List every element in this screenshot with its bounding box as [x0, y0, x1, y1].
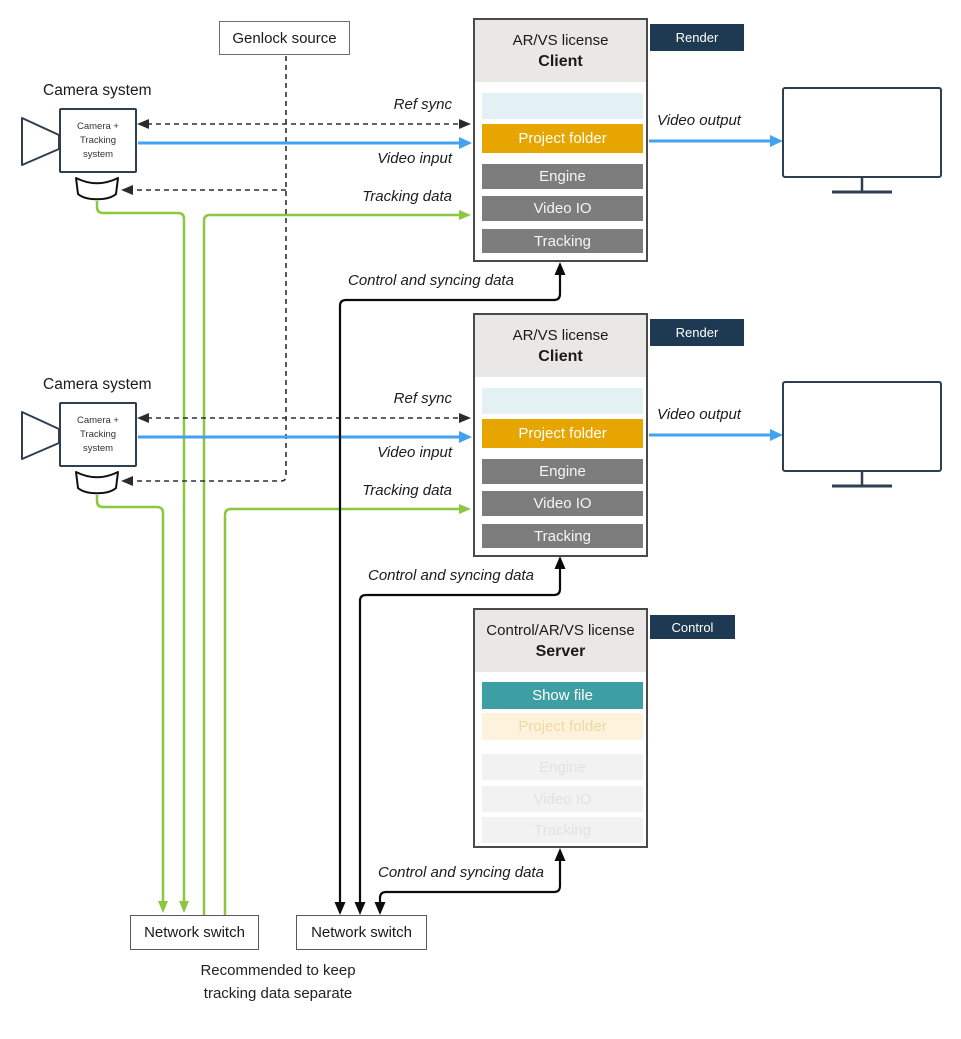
control-sync3-label: Control and syncing data — [378, 864, 544, 881]
client1-engine-row: Engine — [482, 164, 643, 189]
server-header: Control/AR/VS license Server — [475, 610, 646, 672]
client1-box: AR/VS license Client Project folder Engi… — [473, 18, 648, 262]
video-lines — [138, 135, 783, 443]
tracking-data1-label: Tracking data — [362, 188, 452, 205]
server-engine-row: Engine — [482, 754, 643, 780]
genlock-source-box: Genlock source — [219, 21, 350, 55]
camera1-lens-icon — [21, 117, 60, 166]
server-control-tag: Control — [650, 615, 735, 639]
camera2-lens-icon — [21, 411, 60, 460]
client2-role-label: Client — [538, 348, 583, 365]
control-line-client2 — [354, 556, 566, 915]
video-output1-label: Video output — [657, 112, 741, 129]
video-input2-label: Video input — [377, 444, 452, 461]
client1-empty-row — [482, 93, 643, 119]
camera1-tracking-sensor-icon — [75, 177, 119, 201]
control-sync2-label: Control and syncing data — [368, 567, 534, 584]
tracking-sensor1-to-switch-line — [95, 201, 189, 913]
client2-render-tag: Render — [650, 319, 744, 346]
monitor1-icon — [782, 87, 942, 194]
video-output2-label: Video output — [657, 406, 741, 423]
control-line-client1 — [334, 262, 566, 915]
genlock-sync-lines — [121, 56, 471, 486]
client1-license-label: AR/VS license — [512, 32, 609, 49]
tracking-data2-label: Tracking data — [362, 482, 452, 499]
client1-render-tag: Render — [650, 24, 744, 51]
client2-box: AR/VS license Client Project folder Engi… — [473, 313, 648, 557]
client1-video-io-row: Video IO — [482, 196, 643, 221]
server-project-folder-row: Project folder — [482, 713, 643, 740]
client2-license-label: AR/VS license — [512, 327, 609, 344]
client2-engine-row: Engine — [482, 459, 643, 484]
tracking-separation-note: Recommended to keep tracking data separa… — [200, 962, 356, 1002]
network-switch-control-box: Network switch — [296, 915, 427, 950]
monitor2-icon — [782, 381, 942, 488]
switch-to-client1-tracking-line — [202, 210, 471, 915]
client1-project-folder-row: Project folder — [482, 124, 643, 153]
tracking-data-lines — [95, 201, 471, 915]
camera-system1-title: Camera system — [43, 82, 152, 99]
camera2-icon — [21, 411, 119, 495]
network-switch1-label: Network switch — [144, 924, 245, 941]
genlock-to-sensor2-line — [121, 56, 287, 486]
camera1-body: Camera + Tracking system — [59, 108, 137, 173]
control-line-server — [374, 848, 566, 915]
client1-tracking-row: Tracking — [482, 229, 643, 253]
genlock-source-label: Genlock source — [232, 29, 337, 47]
video-input1-label: Video input — [377, 150, 452, 167]
ref-sync2-label: Ref sync — [393, 390, 452, 407]
ref-sync1-label: Ref sync — [393, 96, 452, 113]
network-switch-tracking-box: Network switch — [130, 915, 259, 950]
switch-to-client2-tracking-line — [223, 504, 471, 915]
server-show-file-row: Show file — [482, 682, 643, 709]
client2-header: AR/VS license Client — [475, 315, 646, 377]
server-video-io-row: Video IO — [482, 786, 643, 812]
camera2-tracking-sensor-icon — [75, 471, 119, 495]
client2-project-folder-row: Project folder — [482, 419, 643, 448]
tracking-sensor2-to-switch-line — [95, 495, 168, 913]
client1-role-label: Client — [538, 53, 583, 70]
camera-system2-title: Camera system — [43, 376, 152, 393]
server-role-label: Server — [535, 643, 586, 660]
client1-header: AR/VS license Client — [475, 20, 646, 82]
server-license-label: Control/AR/VS license — [486, 622, 635, 639]
network-switch2-label: Network switch — [311, 924, 412, 941]
client2-video-io-row: Video IO — [482, 491, 643, 516]
camera2-body: Camera + Tracking system — [59, 402, 137, 467]
server-box: Control/AR/VS license Server Show file P… — [473, 608, 648, 848]
client2-tracking-row: Tracking — [482, 524, 643, 548]
control-sync1-label: Control and syncing data — [348, 272, 514, 289]
client2-empty-row — [482, 388, 643, 414]
server-tracking-row: Tracking — [482, 817, 643, 843]
control-sync-lines — [334, 262, 566, 915]
